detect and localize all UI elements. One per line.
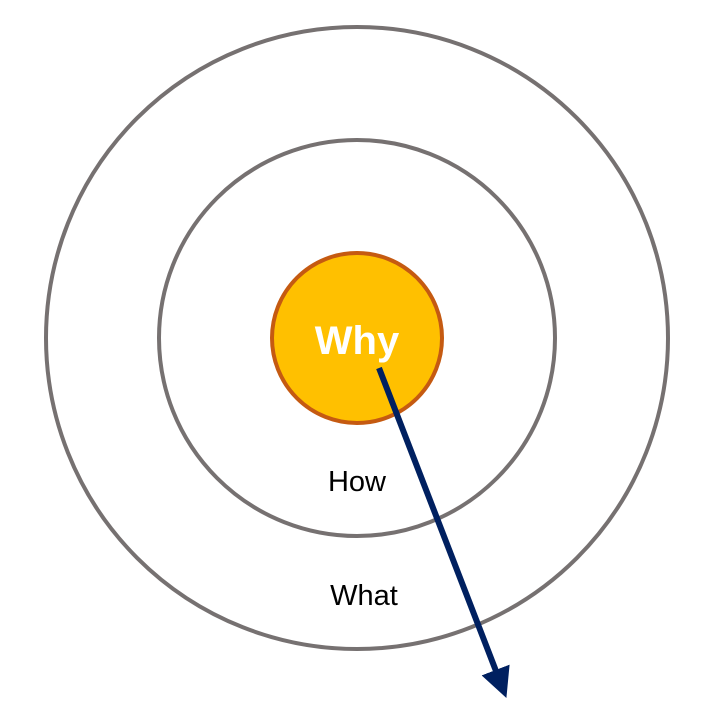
how-label: How [328,466,387,498]
what-label: What [330,580,398,612]
outer-ring [44,25,670,651]
core-circle [270,251,444,425]
why-label: Why [315,319,400,363]
middle-ring [157,138,557,538]
direction-arrow [376,366,510,698]
